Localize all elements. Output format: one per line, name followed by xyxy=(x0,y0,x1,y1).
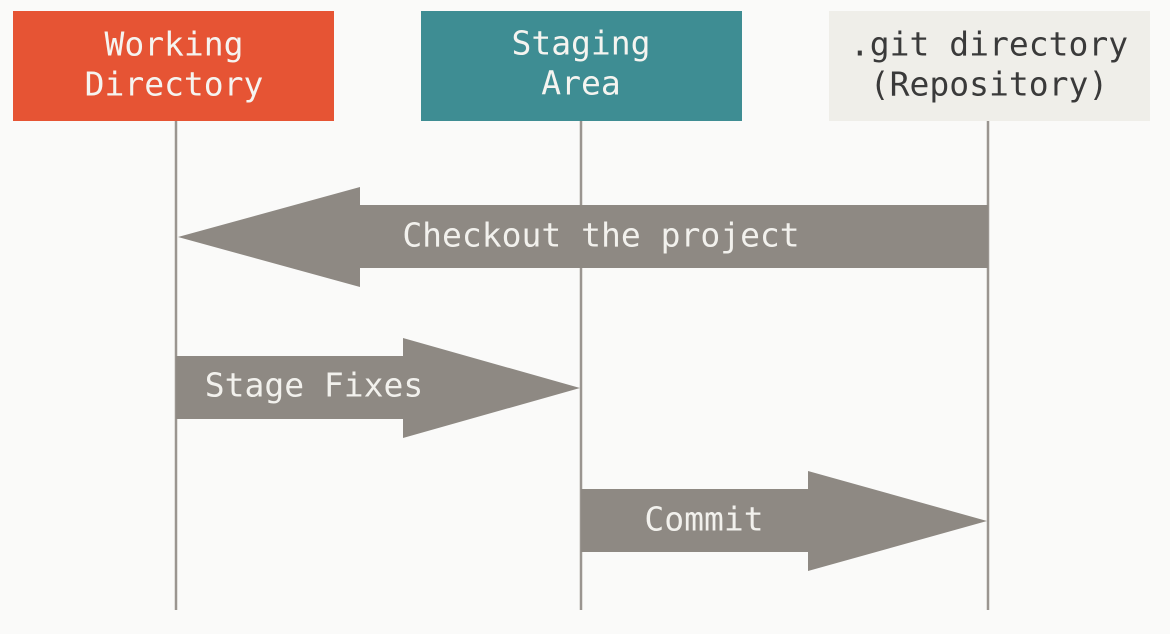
stage-box-working-directory: Working Directory xyxy=(13,11,334,121)
arrow-label-checkout: Checkout the project xyxy=(402,216,799,255)
stage-label-line: Area xyxy=(541,64,620,103)
stage-label-line: Staging xyxy=(511,24,650,63)
arrow-label-commit: Commit xyxy=(644,500,763,539)
arrow-checkout-shape xyxy=(178,187,988,287)
arrow-label-stage-fixes: Stage Fixes xyxy=(205,366,424,405)
arrow-checkout: Checkout the project xyxy=(178,187,988,287)
stage-box-git-directory: .git directory (Repository) xyxy=(829,11,1150,121)
arrow-commit: Commit xyxy=(581,471,987,571)
stage-label-line: Working xyxy=(104,25,243,64)
stage-label-line: (Repository) xyxy=(870,65,1108,104)
stage-label-line: .git directory xyxy=(850,25,1128,64)
stage-box-staging-area: Staging Area xyxy=(421,11,742,121)
arrow-commit-shape xyxy=(581,471,987,571)
stage-box-fill xyxy=(13,11,334,121)
arrow-stage-fixes: Stage Fixes xyxy=(176,338,580,438)
stage-label-line: Directory xyxy=(85,65,264,104)
stage-box-fill xyxy=(421,11,742,121)
stage-box-fill xyxy=(829,11,1150,121)
arrow-stage-fixes-shape xyxy=(176,338,580,438)
